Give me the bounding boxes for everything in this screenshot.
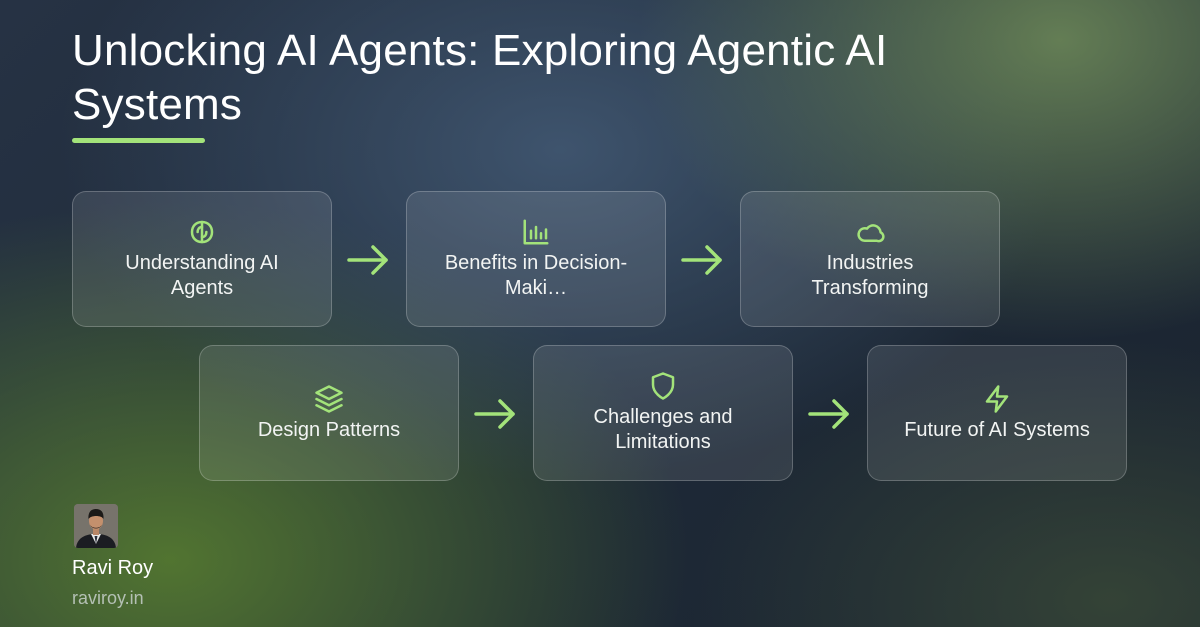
node-understanding-ai-agents: Understanding AI Agents (72, 191, 332, 327)
flow-arrow (473, 397, 517, 431)
node-design-patterns: Design Patterns (199, 345, 459, 481)
node-industries-transforming: Industries Transforming (740, 191, 1000, 327)
layers-icon (314, 384, 344, 414)
author-site: raviroy.in (72, 588, 144, 608)
avatar (74, 504, 118, 548)
node-label: Benefits in Decision-Maki… (444, 252, 628, 299)
flow-arrow (680, 243, 724, 277)
node-label: Industries Transforming (811, 252, 929, 299)
brain-icon (187, 217, 217, 247)
node-label: Challenges and Limitations (593, 406, 733, 453)
bar-chart-icon (521, 217, 551, 247)
node-label: Design Patterns (257, 418, 401, 441)
shield-icon (648, 371, 678, 401)
page-title: Unlocking AI Agents: Exploring Agentic A… (72, 26, 888, 129)
flow-arrow (346, 243, 390, 277)
cloud-icon (855, 217, 885, 247)
node-label: Understanding AI Agents (125, 252, 279, 299)
node-label: Future of AI Systems (904, 418, 1090, 441)
lightning-icon (982, 384, 1012, 414)
node-benefits-decision-making: Benefits in Decision-Maki… (406, 191, 666, 327)
node-challenges-limitations: Challenges and Limitations (533, 345, 793, 481)
author-name: Ravi Roy (72, 557, 154, 579)
title-underline (72, 138, 205, 143)
node-future-ai-systems: Future of AI Systems (867, 345, 1127, 481)
flow-arrow (807, 397, 851, 431)
